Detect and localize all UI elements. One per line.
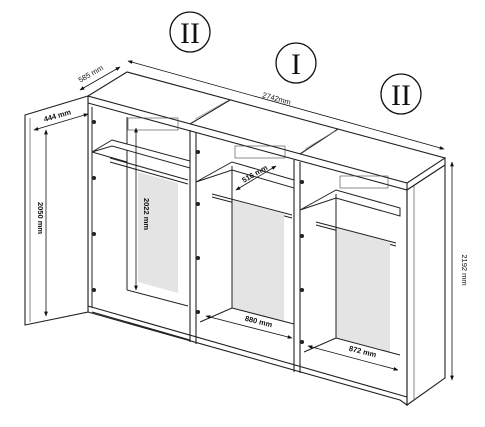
total-height-label: 2192 mm	[460, 254, 469, 285]
dimension-lines	[33, 60, 454, 381]
section-label-left: II	[169, 11, 211, 53]
svg-text:II: II	[180, 17, 200, 50]
hinge-marks	[92, 120, 304, 344]
svg-text:II: II	[391, 79, 411, 112]
right-section-interior	[299, 175, 401, 356]
cabinet-right-side	[406, 163, 446, 407]
middle-width-line	[205, 315, 293, 339]
right-width-line	[307, 345, 399, 371]
total-width-line	[127, 60, 445, 150]
door-height-label: 2050 mm	[36, 202, 45, 234]
svg-text:I: I	[291, 48, 301, 81]
depth-label: 585 mm	[77, 63, 105, 84]
middle-section-interior	[195, 145, 295, 325]
left-section-interior	[91, 107, 191, 308]
total-width-label: 2742mm	[261, 90, 292, 106]
door-width-line	[33, 113, 89, 131]
section-label-right: II	[380, 73, 422, 115]
inner-height-label: 2022 mm	[142, 198, 151, 230]
depth-line	[79, 66, 121, 91]
section-label-middle: I	[275, 42, 317, 84]
open-door	[24, 95, 89, 326]
shelf-depth-line	[235, 165, 277, 191]
